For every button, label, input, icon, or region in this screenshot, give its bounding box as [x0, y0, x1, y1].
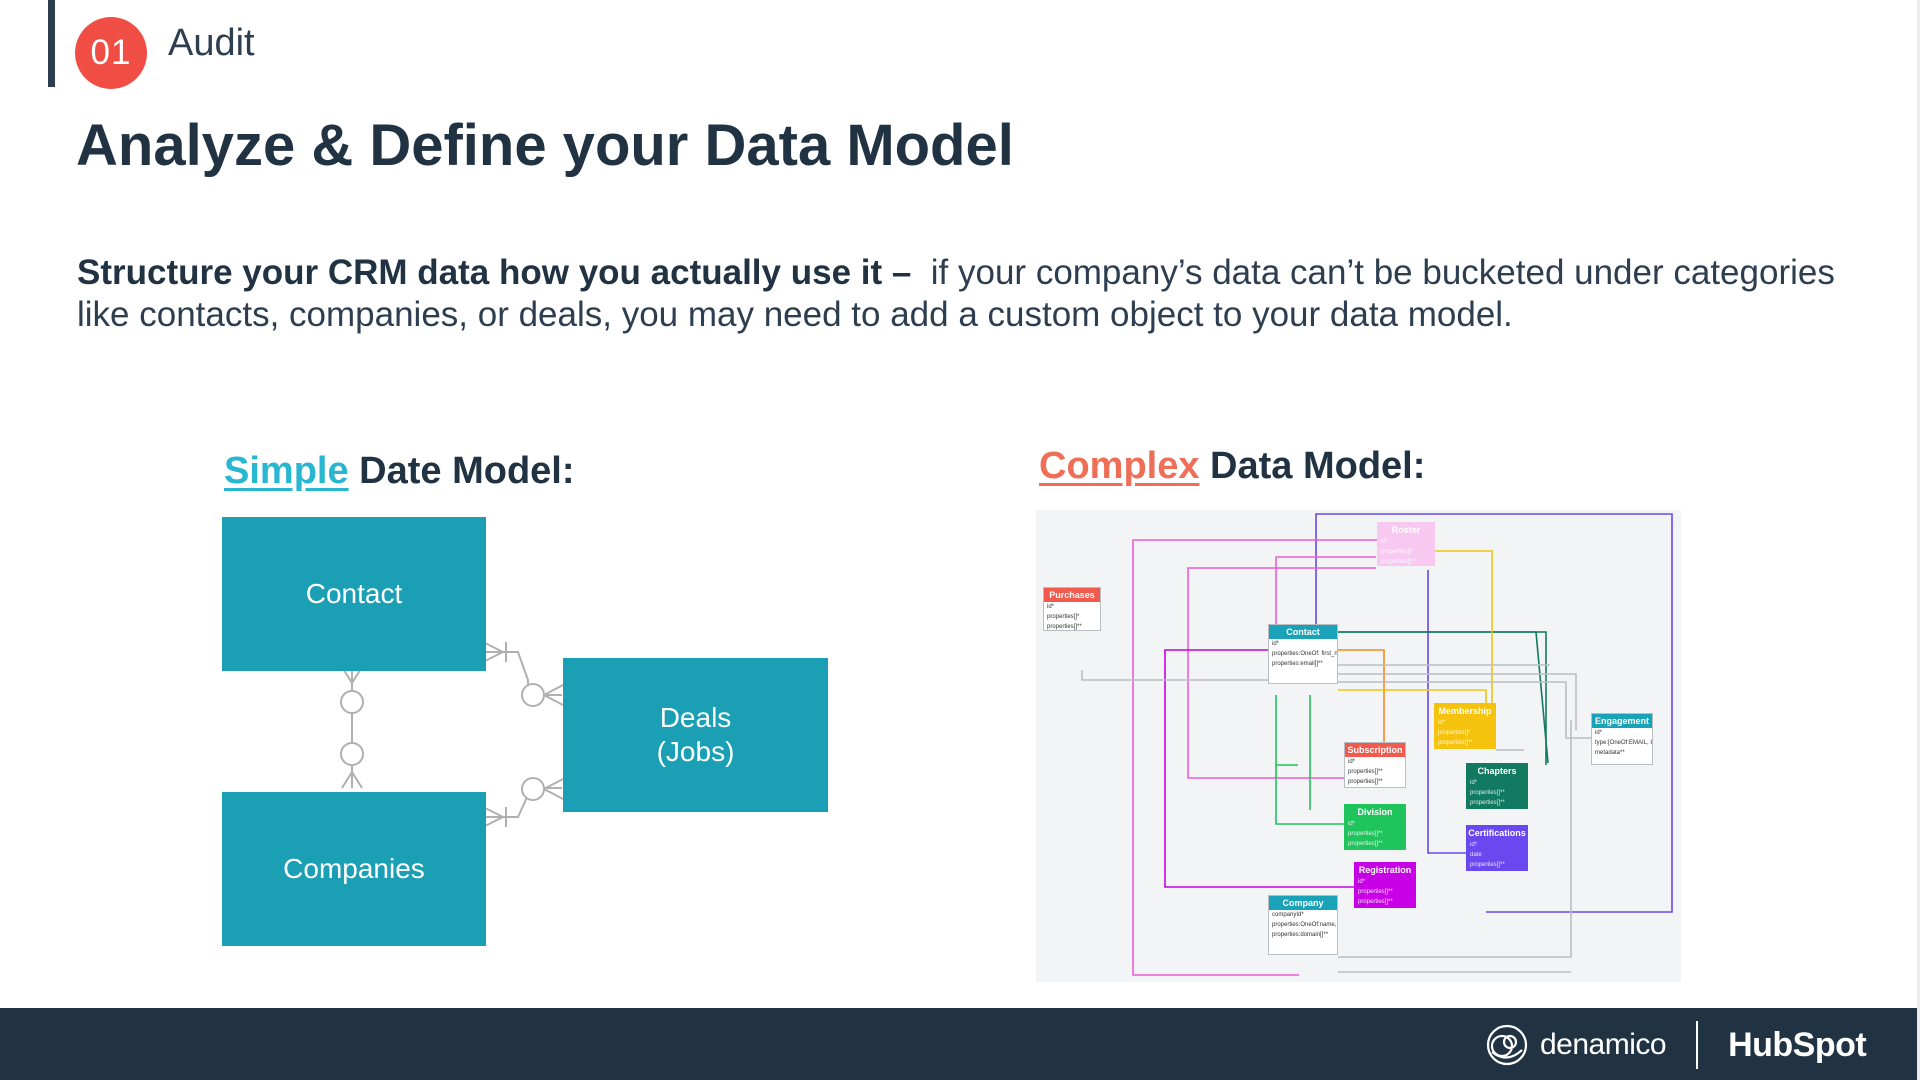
complex-entity-engagement: Engagement id* type:[OneOf:EMAIL, CALL,TAS… [1591, 713, 1653, 765]
complex-entity-field: properties[]** [1381, 559, 1416, 565]
complex-entity-field: properties[]** [1470, 790, 1505, 796]
slide-right-edge [1917, 0, 1920, 1080]
complex-entity-field: properties[]** [1358, 889, 1393, 895]
complex-entity-field: id* [1348, 759, 1356, 765]
simple-relationship-lines [340, 641, 564, 828]
contact-entity-box: Contact [222, 517, 486, 671]
complex-model-heading: Complex Data Model: [1039, 445, 1425, 488]
complex-entity-membership: Membership id* properties[]* properties[]** [1434, 703, 1496, 749]
complex-entity-division: Division id* properties[]** properties[]** [1344, 804, 1406, 850]
complex-entity-field: properties[]* [1438, 730, 1471, 736]
complex-entity-field: id* [1470, 842, 1478, 848]
complex-entity-title: Contact [1269, 625, 1337, 639]
complex-entity-title: Certifications [1467, 826, 1527, 840]
complex-entity-field: id* [1272, 641, 1280, 647]
complex-entity-contact: Contact id* properties:OneOf: first_name, … [1268, 624, 1338, 684]
denamico-wordmark: denamico [1540, 1028, 1667, 1061]
section-label: Audit [168, 22, 255, 64]
intro-text: if your company’s data can’t be bucketed… [77, 253, 1835, 334]
complex-entity-title: Purchases [1044, 588, 1100, 602]
complex-entity-field: id* [1438, 720, 1446, 726]
complex-entity-field: properties[]** [1470, 862, 1505, 868]
complex-entity-field: id* [1047, 604, 1055, 610]
complex-entity-company: Company companyId* properties:OneOf:name, … [1268, 895, 1338, 955]
complex-entity-title: Engagement [1592, 714, 1652, 728]
complex-entity-title: Roster [1378, 523, 1434, 537]
companies-entity-label: Companies [283, 853, 425, 884]
deals-entity-sublabel: (Jobs) [656, 736, 735, 767]
footer-bar [0, 1008, 1920, 1080]
complex-entity-roster: Roster id* properties[]* properties[]** [1377, 522, 1435, 566]
complex-entity-field: properties:domain[]** [1272, 932, 1329, 938]
complex-entity-field: id* [1595, 730, 1603, 736]
companies-entity-box: Companies [222, 792, 486, 946]
complex-entity-field: properties[]* [1381, 549, 1414, 555]
complex-entity-certifications: Certifications id* date properties[]** [1466, 825, 1528, 871]
complex-entity-field: properties[]** [1438, 740, 1473, 746]
complex-entity-title: Division [1345, 805, 1405, 819]
footer-brand: denamico HubSpot [1484, 1020, 1867, 1070]
complex-entity-field: properties[]** [1348, 779, 1383, 785]
header-accent-bar [48, 0, 55, 87]
complex-entity-field: id* [1358, 879, 1366, 885]
complex-entity-subscription: Subscription id* properties[]** properties[… [1344, 742, 1406, 788]
brand-separator [1696, 1021, 1699, 1069]
complex-relationship-lines [1081, 513, 1673, 976]
complex-entity-title: Membership [1435, 704, 1495, 718]
complex-entity-registration: Registration id* properties[]** properties[… [1354, 862, 1416, 908]
simple-model-heading: Simple Date Model: [224, 450, 575, 493]
contact-entity-label: Contact [305, 578, 403, 609]
complex-entity-title: Company [1269, 896, 1337, 910]
complex-entity-field: properties:email[]** [1272, 661, 1323, 667]
intro-bold-lead: Structure your CRM data how you actually… [77, 253, 912, 292]
complex-entity-chapters: Chapters id* properties[]** properties[]** [1466, 763, 1528, 809]
complex-entity-title: Registration [1355, 863, 1415, 877]
simple-keyword-link[interactable]: Simple [224, 450, 349, 492]
denamico-logo-icon [1486, 1024, 1528, 1066]
complex-entity-field: type:[OneOf:EMAIL, CALL,TASK,MEETING ,NO… [1595, 740, 1652, 746]
complex-entity-field: id* [1470, 780, 1478, 786]
page-title: Analyze & Define your Data Model [76, 113, 1014, 178]
intro-paragraph: Structure your CRM data how you actually… [77, 252, 1877, 336]
complex-entity-field: id* [1381, 539, 1389, 545]
simple-er-diagram: Contact Companies Deals (Jobs) [200, 505, 860, 965]
complex-entity-field: date [1470, 852, 1482, 858]
step-number-badge: 01 [75, 17, 147, 89]
complex-keyword-link[interactable]: Complex [1039, 445, 1200, 487]
complex-entity-field: metadata** [1595, 750, 1625, 756]
complex-entity-purchases: Purchases id* properties[]* properties[]** [1043, 587, 1101, 631]
hubspot-wordmark: HubSpot [1728, 1025, 1867, 1064]
complex-entity-field: properties:OneOf: first_name, last_name,… [1272, 651, 1337, 657]
complex-entity-field: id* [1348, 821, 1356, 827]
complex-entity-field: companyId* [1272, 912, 1304, 918]
deals-entity-box: Deals (Jobs) [563, 658, 828, 812]
complex-entity-field: properties[]** [1047, 624, 1082, 630]
complex-entity-field: properties[]** [1470, 800, 1505, 806]
complex-entity-field: properties:OneOf:name, domain[]** [1272, 922, 1337, 928]
complex-entity-field: properties[]** [1348, 841, 1383, 847]
complex-entity-field: properties[]** [1348, 769, 1383, 775]
complex-entity-title: Subscription [1345, 743, 1405, 757]
complex-entity-field: properties[]** [1348, 831, 1383, 837]
complex-entity-field: properties[]** [1358, 899, 1393, 905]
complex-entity-field: properties[]* [1047, 614, 1080, 620]
complex-entity-title: Chapters [1467, 764, 1527, 778]
complex-heading-rest: Data Model: [1210, 445, 1426, 487]
deals-entity-label: Deals [659, 702, 732, 733]
simple-heading-rest: Date Model: [359, 450, 575, 492]
